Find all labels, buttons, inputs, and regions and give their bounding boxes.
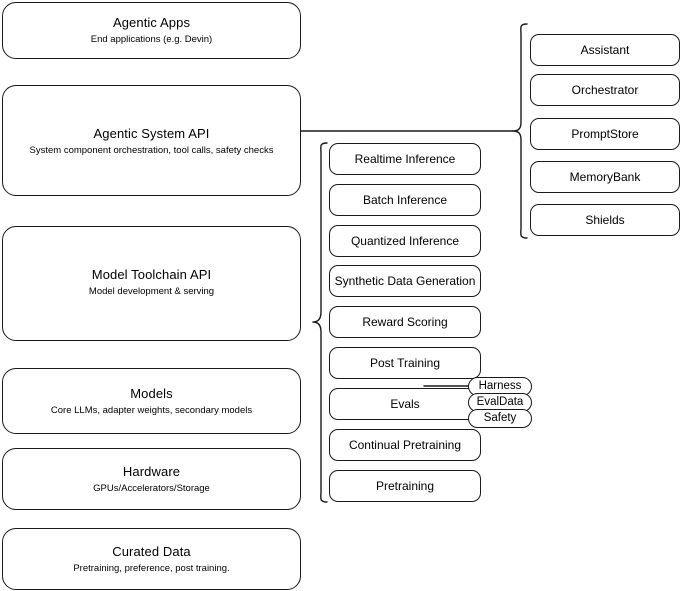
layer-models-subtitle: Core LLMs, adapter weights, secondary mo…: [50, 404, 253, 416]
toolchain-item-continual-pretraining[interactable]: Continual Pretraining: [329, 429, 481, 461]
layer-curated-data[interactable]: Curated Data Pretraining, preference, po…: [2, 528, 301, 590]
eval-subcomponent-harness[interactable]: Harness: [468, 377, 532, 396]
toolchain-item-batch-inference[interactable]: Batch Inference: [329, 184, 481, 216]
toolchain-item-reward-scoring[interactable]: Reward Scoring: [329, 306, 481, 338]
layer-agentic-system-api[interactable]: Agentic System API System component orch…: [2, 85, 301, 196]
layer-agentic-apps-subtitle: End applications (e.g. Devin): [90, 34, 213, 45]
layer-agentic-apps-title: Agentic Apps: [112, 15, 191, 30]
eval-subcomponent-safety[interactable]: Safety: [468, 409, 532, 428]
layer-agentic-system-api-subtitle: System component orchestration, tool cal…: [29, 145, 274, 156]
toolchain-item-post-training[interactable]: Post Training: [329, 347, 481, 379]
system-component-shields[interactable]: Shields: [530, 204, 680, 236]
layer-agentic-system-api-title: Agentic System API: [93, 126, 210, 141]
toolchain-item-synthetic-data-generation[interactable]: Synthetic Data Generation: [329, 265, 481, 297]
layer-model-toolchain-api-subtitle: Model development & serving: [88, 286, 215, 297]
system-components-brace: [512, 23, 528, 239]
layer-model-toolchain-api-title: Model Toolchain API: [91, 267, 212, 282]
layer-models-title: Models: [130, 385, 173, 401]
layer-hardware[interactable]: Hardware GPUs/Accelerators/Storage: [2, 448, 301, 510]
toolchain-components-brace: [312, 142, 328, 503]
system-component-promptstore[interactable]: PromptStore: [530, 118, 680, 150]
toolchain-item-pretraining[interactable]: Pretraining: [329, 470, 481, 502]
layer-models[interactable]: Models Core LLMs, adapter weights, secon…: [2, 368, 301, 434]
eval-subcomponent-evaldata[interactable]: EvalData: [468, 393, 532, 412]
layer-hardware-title: Hardware: [122, 463, 181, 479]
system-component-assistant[interactable]: Assistant: [530, 34, 680, 66]
layer-curated-data-title: Curated Data: [112, 543, 191, 559]
toolchain-item-quantized-inference[interactable]: Quantized Inference: [329, 225, 481, 257]
system-component-orchestrator[interactable]: Orchestrator: [530, 74, 680, 106]
toolchain-item-evals[interactable]: Evals: [329, 388, 481, 420]
layer-model-toolchain-api[interactable]: Model Toolchain API Model development & …: [2, 226, 301, 341]
system-component-memorybank[interactable]: MemoryBank: [530, 161, 680, 193]
layer-curated-data-subtitle: Pretraining, preference, post training.: [73, 562, 230, 574]
layer-hardware-subtitle: GPUs/Accelerators/Storage: [93, 482, 210, 494]
layer-agentic-apps[interactable]: Agentic Apps End applications (e.g. Devi…: [2, 2, 301, 59]
toolchain-item-realtime-inference[interactable]: Realtime Inference: [329, 143, 481, 175]
